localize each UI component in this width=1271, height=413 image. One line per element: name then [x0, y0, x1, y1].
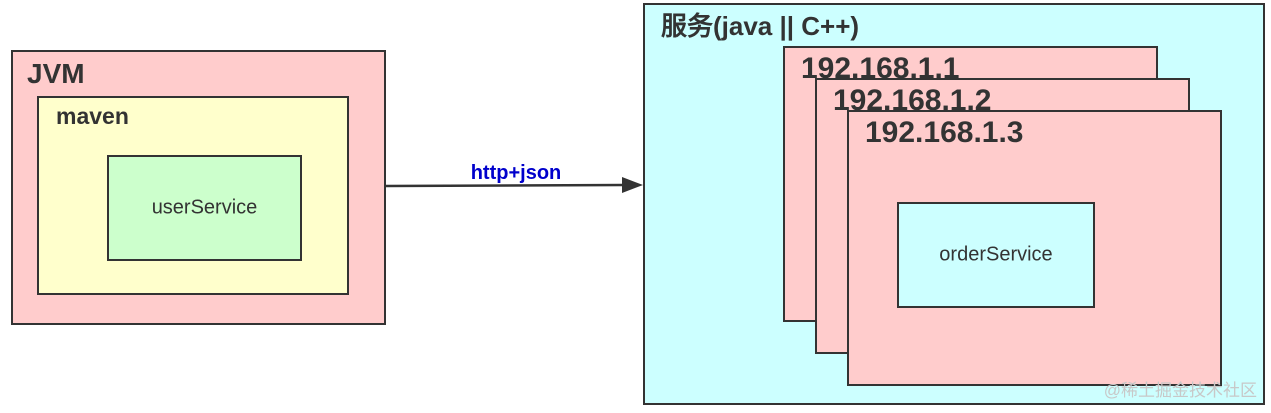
connection-label: http+json: [471, 162, 562, 184]
server-ip-label-3: 192.168.1.3: [865, 116, 1024, 149]
order-service-label: orderService: [939, 243, 1053, 266]
service-label: 服务(java || C++): [661, 11, 860, 41]
watermark: @稀土掘金技术社区: [1103, 381, 1257, 400]
arrow-head-icon: [622, 177, 643, 193]
order-service-box: orderService: [897, 202, 1095, 308]
arrow-line: [385, 183, 625, 188]
maven-label: maven: [56, 103, 129, 129]
user-service-label: userService: [151, 196, 258, 219]
jvm-label: JVM: [27, 58, 85, 89]
user-service-box: userService: [107, 155, 302, 261]
